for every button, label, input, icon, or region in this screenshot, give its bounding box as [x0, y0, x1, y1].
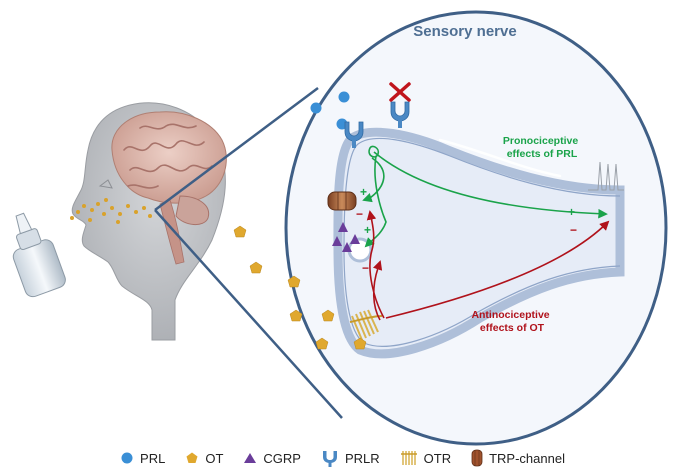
action-potential-spikes: [588, 161, 624, 191]
brainstem: [159, 199, 185, 265]
legend-item-otr: OTR: [400, 449, 451, 467]
effect-signs: + − + − + −: [356, 185, 577, 275]
legend-item-prlr: PRLR: [321, 449, 380, 467]
minus-sign-cgrp: −: [362, 261, 369, 275]
legend-label-otr: OTR: [423, 450, 452, 466]
trp-channel-icon: [471, 449, 483, 467]
antinociceptive-pathways: [366, 210, 610, 321]
block-x-icon: [389, 82, 411, 102]
legend-item-cgrp: CGRP: [243, 451, 301, 466]
prlr-receptor-blocked: [390, 101, 410, 128]
ot-molecules: [233, 225, 367, 350]
prlr-receptor-icon: [322, 451, 337, 467]
pronociceptive-label: Pronociceptive effects of PRL: [503, 135, 581, 160]
minus-sign-terminal: −: [570, 223, 577, 237]
plus-sign-cgrp: +: [364, 223, 371, 237]
legend-label-prl: PRL: [140, 450, 166, 466]
legend-item-prl: PRL: [120, 451, 165, 466]
legend: PRL OT CGRP PRLR OTR: [0, 446, 685, 470]
ot-pentagon-icon: [186, 452, 198, 463]
figure-canvas: Sensory nerve: [12, 10, 668, 446]
zoom-lines: [154, 86, 343, 419]
minus-sign-trp: −: [356, 207, 363, 221]
brain-shape: [111, 111, 227, 204]
head-illustration: [71, 102, 227, 341]
ot-spray-particles: [70, 198, 152, 224]
legend-label-trp: TRP-channel: [489, 450, 565, 466]
legend-item-ot: OT: [185, 451, 223, 466]
plus-sign-trp: +: [360, 185, 367, 199]
legend-item-trp: TRP-channel: [471, 449, 565, 467]
antinociceptive-label: Antinociceptive effects of OT: [471, 309, 552, 334]
nerve-highlight: [438, 138, 562, 178]
brain-gyri: [123, 123, 213, 189]
legend-label-prlr: PRLR: [344, 450, 380, 466]
plus-sign-terminal: +: [568, 205, 575, 219]
cgrp-molecules: [332, 222, 360, 252]
diagram-title: Sensory nerve: [413, 23, 516, 40]
legend-label-cgrp: CGRP: [263, 450, 301, 466]
otr-receptor-icon: [400, 451, 417, 465]
legend-label-ot: OT: [205, 450, 224, 466]
prl-molecules: [310, 91, 350, 130]
trp-channel: [327, 191, 357, 211]
cgrp-triangle-icon: [244, 453, 257, 463]
cerebellum: [175, 195, 210, 225]
eye-outline: [98, 179, 113, 189]
nasal-spray-bottle: [12, 212, 66, 298]
pronociceptive-pathways: [362, 145, 608, 248]
prl-dot-icon: [121, 452, 133, 464]
prlr-receptor-active: [344, 121, 364, 148]
otr-receptor: [349, 309, 383, 341]
